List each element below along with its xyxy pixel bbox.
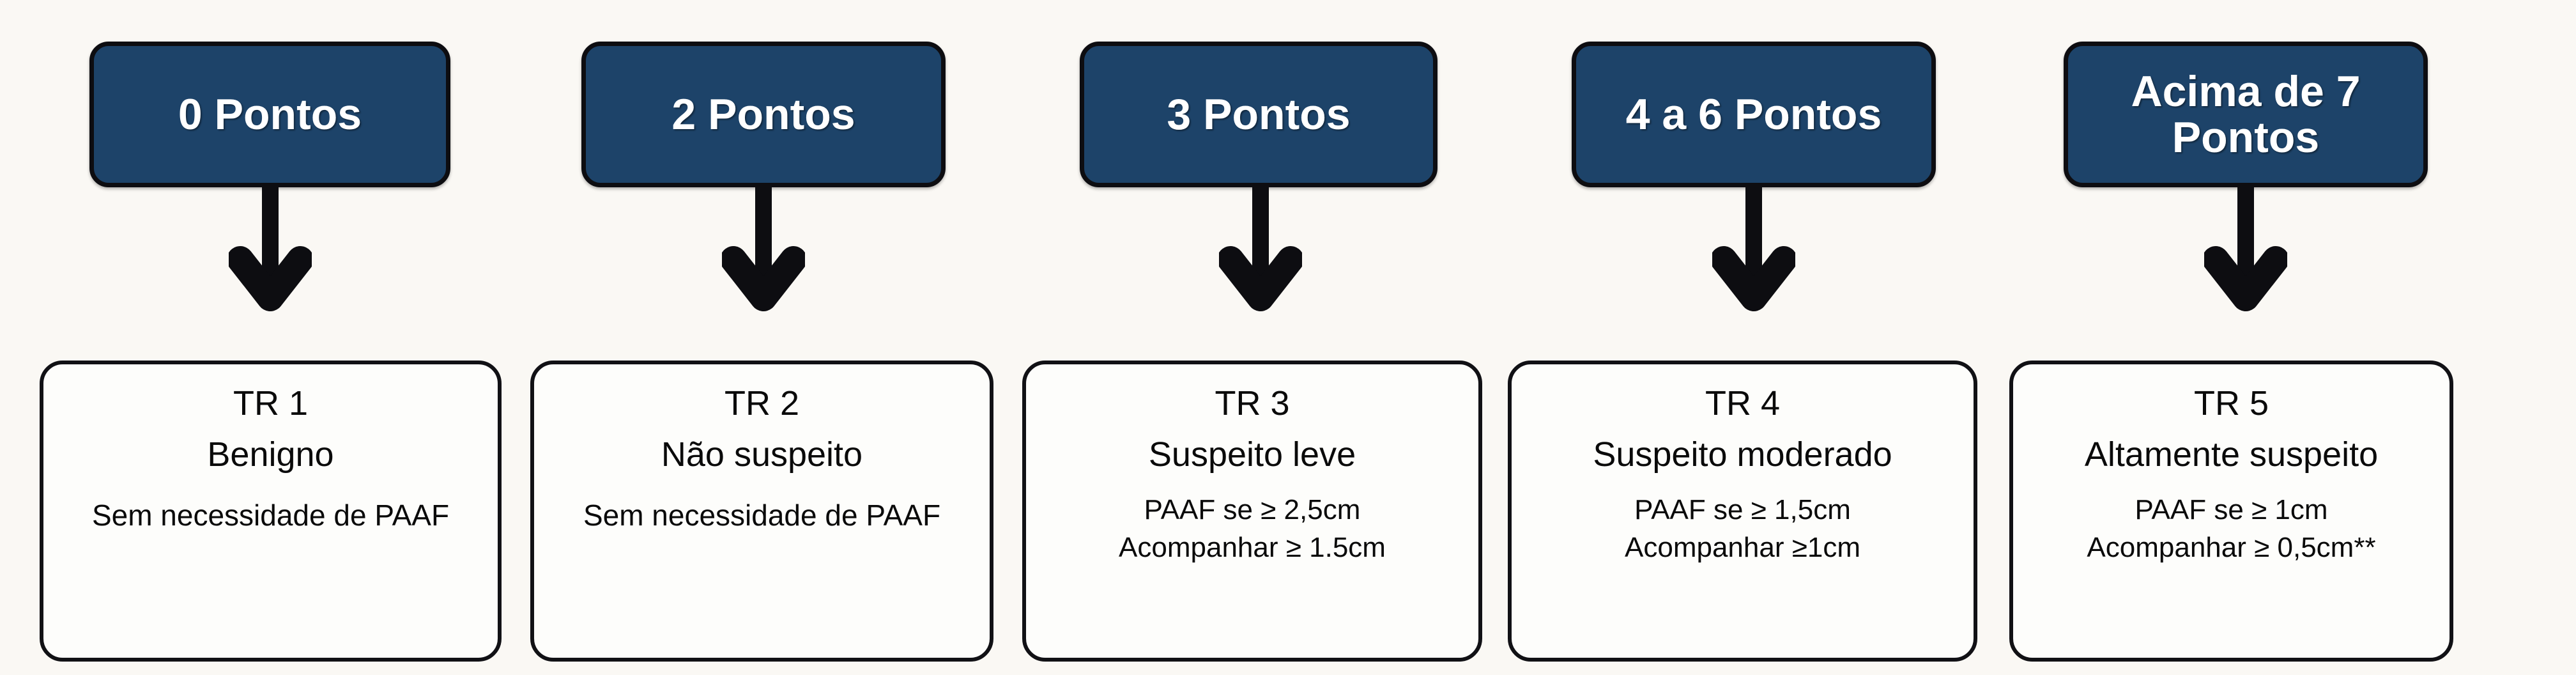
score-box-3-pontos: 3 Pontos [1080, 42, 1438, 187]
result-name: Suspeito moderado [1593, 435, 1892, 474]
result-box-tr-2: TR 2 Não suspeito Sem necessidade de PAA… [530, 361, 993, 662]
result-name: Suspeito leve [1148, 435, 1356, 474]
score-box-4-a-6-pontos: 4 a 6 Pontos [1572, 42, 1936, 187]
score-box-label: Acima de 7 Pontos [2131, 66, 2361, 162]
result-name: Altamente suspeito [2084, 435, 2379, 474]
score-box-label: 3 Pontos [1167, 89, 1351, 139]
result-code: TR 2 [724, 384, 800, 423]
result-box-tr-3: TR 3 Suspeito leve PAAF se ≥ 2,5cm Acomp… [1022, 361, 1482, 662]
result-detail-1: PAAF se ≥ 1,5cm [1634, 493, 1851, 525]
score-box-acima-de-7-pontos: Acima de 7 Pontos [2064, 42, 2428, 187]
score-box-label: 0 Pontos [178, 89, 362, 139]
result-detail-2: Acompanhar ≥ 1.5cm [1119, 531, 1386, 563]
result-box-tr-4: TR 4 Suspeito moderado PAAF se ≥ 1,5cm A… [1508, 361, 1977, 662]
result-detail-1: PAAF se ≥ 1cm [2135, 493, 2328, 525]
down-arrow-icon [722, 184, 805, 311]
down-arrow-icon [1219, 184, 1302, 311]
result-code: TR 5 [2193, 384, 2269, 423]
result-code: TR 3 [1215, 384, 1290, 423]
result-detail-2: Acompanhar ≥ 0,5cm** [2087, 531, 2376, 563]
result-name: Não suspeito [661, 435, 863, 474]
result-detail-1: Sem necessidade de PAAF [91, 498, 450, 532]
result-code: TR 1 [233, 384, 309, 423]
result-box-tr-5: TR 5 Altamente suspeito PAAF se ≥ 1cm Ac… [2009, 361, 2453, 662]
down-arrow-icon [1712, 184, 1795, 311]
result-box-tr-1: TR 1 Benigno Sem necessidade de PAAF [40, 361, 502, 662]
score-box-0-pontos: 0 Pontos [89, 42, 450, 187]
result-code: TR 4 [1705, 384, 1781, 423]
score-box-label: 4 a 6 Pontos [1625, 89, 1882, 139]
result-detail-1: PAAF se ≥ 2,5cm [1144, 493, 1361, 525]
down-arrow-icon [2204, 184, 2287, 311]
result-detail-1: Sem necessidade de PAAF [583, 498, 941, 532]
result-detail-2: Acompanhar ≥1cm [1625, 531, 1860, 563]
score-box-label: 2 Pontos [671, 89, 855, 139]
down-arrow-icon [229, 184, 312, 311]
result-name: Benigno [207, 435, 334, 474]
score-box-2-pontos: 2 Pontos [581, 42, 946, 187]
